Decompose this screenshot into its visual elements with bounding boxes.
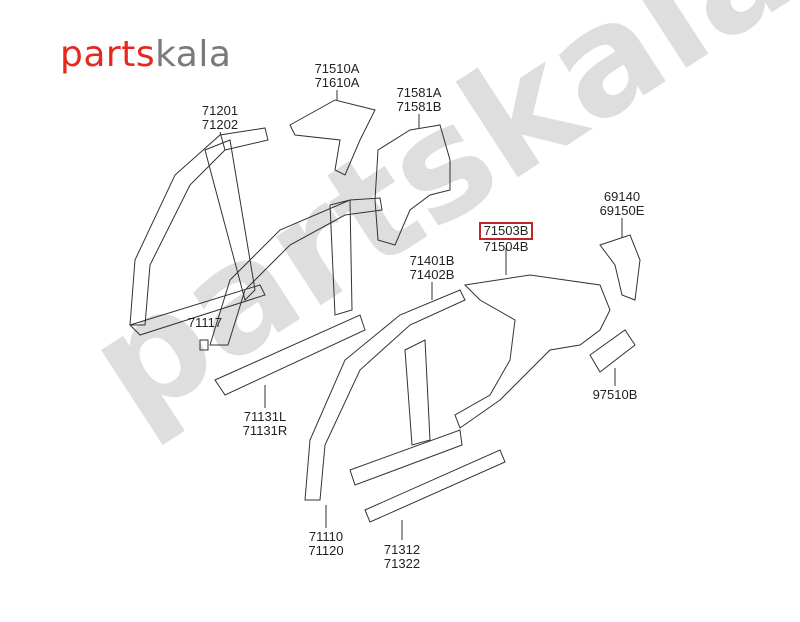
part-71131[interactable] (209, 197, 383, 396)
part-number: 71581A (396, 85, 442, 100)
part-number: 71402B (409, 267, 455, 282)
part-69140[interactable] (599, 218, 641, 301)
part-number: 71202 (201, 117, 239, 132)
part-number: 71201 (201, 103, 239, 118)
part-number: 71401B (409, 253, 455, 268)
logo-part2: kala (155, 34, 232, 75)
part-number: 71117 (187, 315, 223, 330)
part-number: 71110 (308, 529, 344, 544)
part-number: 71510A (314, 61, 360, 76)
part-number: 71322 (383, 556, 421, 571)
part-number: 71312 (383, 542, 421, 557)
part-number: 69140 (603, 189, 641, 204)
part-number: 71131R (242, 423, 288, 438)
part-71312[interactable] (364, 449, 506, 540)
logo: partskala (60, 30, 231, 80)
callout-71117[interactable]: 71117 (170, 316, 240, 330)
part-71201[interactable] (129, 127, 269, 336)
part-71510A[interactable] (289, 99, 376, 176)
highlighted-part-number: 71503B (478, 222, 534, 240)
part-97510B[interactable] (589, 329, 636, 386)
part-number: 69150E (599, 203, 645, 218)
part-71503B[interactable] (454, 248, 611, 429)
part-number: 71581B (396, 99, 442, 114)
part-number: 97510B (592, 387, 638, 402)
logo-part1: parts (60, 34, 156, 75)
part-number: 71131L (243, 409, 287, 424)
part-number: 71610A (314, 75, 360, 90)
part-71581A[interactable] (374, 124, 451, 246)
part-71117[interactable] (199, 339, 209, 351)
part-number: 71120 (308, 543, 344, 558)
callout-97510B[interactable]: 97510B (580, 388, 650, 402)
part-71401[interactable] (304, 289, 466, 501)
part-number: 71504B (483, 239, 529, 254)
